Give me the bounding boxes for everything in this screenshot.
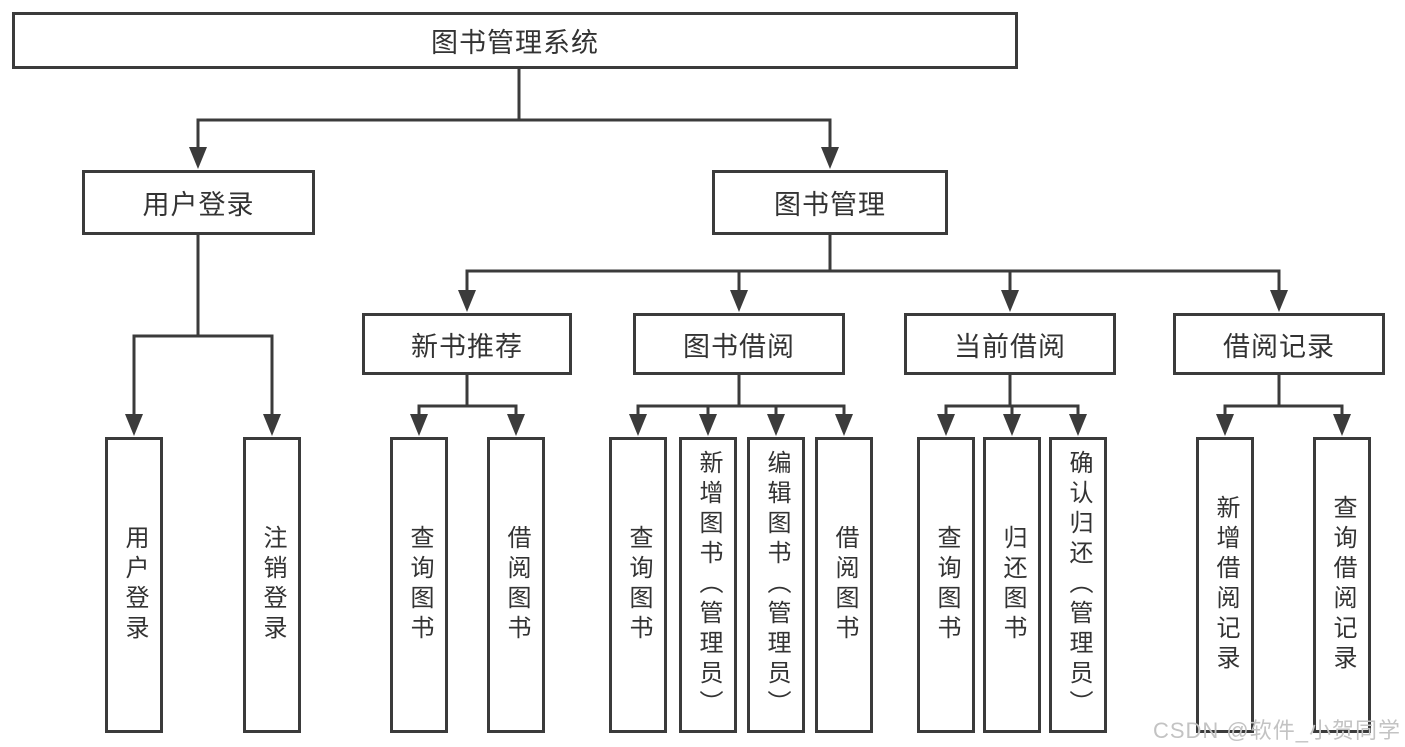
arrow-down-icon bbox=[767, 414, 785, 436]
node-label: 借阅记录 bbox=[1223, 331, 1335, 362]
leaf-logout: 注销登录 bbox=[243, 437, 301, 733]
leaf-query-books-3: 查询图书 bbox=[917, 437, 975, 733]
node-book-management: 图书管理 bbox=[712, 170, 948, 235]
leaf-edit-books-admin: 编辑图书（管理员） bbox=[747, 437, 805, 733]
leaf-label: 借阅图书 bbox=[831, 525, 858, 645]
arrow-down-icon bbox=[835, 414, 853, 436]
node-new-book-recommend: 新书推荐 bbox=[362, 313, 572, 375]
leaf-add-books-admin: 新增图书（管理员） bbox=[679, 437, 737, 733]
leaf-query-books-2: 查询图书 bbox=[609, 437, 667, 733]
arrow-down-icon bbox=[125, 414, 143, 436]
node-root-label: 图书管理系统 bbox=[431, 28, 599, 58]
leaf-user-login: 用户登录 bbox=[105, 437, 163, 733]
leaf-label: 查询借阅记录 bbox=[1329, 495, 1356, 675]
node-label: 用户登录 bbox=[142, 190, 255, 220]
arrow-down-icon bbox=[821, 147, 839, 169]
arrow-down-icon bbox=[507, 414, 525, 436]
leaf-return-books: 归还图书 bbox=[983, 437, 1041, 733]
node-borrow-records: 借阅记录 bbox=[1173, 313, 1385, 375]
leaf-borrow-books-2: 借阅图书 bbox=[815, 437, 873, 733]
arrow-down-icon bbox=[1003, 414, 1021, 436]
leaf-label: 查询图书 bbox=[933, 525, 960, 645]
leaf-query-books-1: 查询图书 bbox=[390, 437, 448, 733]
node-label: 新书推荐 bbox=[411, 331, 523, 362]
arrow-down-icon bbox=[629, 414, 647, 436]
arrow-down-icon bbox=[263, 414, 281, 436]
leaf-label: 编辑图书（管理员） bbox=[763, 450, 790, 720]
leaf-add-borrow-record: 新增借阅记录 bbox=[1196, 437, 1254, 733]
leaf-label: 新增图书（管理员） bbox=[695, 450, 722, 720]
leaf-label: 注销登录 bbox=[259, 525, 286, 645]
arrowhead-icons bbox=[125, 147, 1351, 436]
leaf-label: 确认归还（管理员） bbox=[1065, 450, 1092, 720]
arrow-down-icon bbox=[410, 414, 428, 436]
arrow-down-icon bbox=[458, 290, 476, 312]
leaf-label: 查询图书 bbox=[406, 525, 433, 645]
node-current-borrowing: 当前借阅 bbox=[904, 313, 1116, 375]
node-label: 图书借阅 bbox=[683, 331, 795, 362]
tree-connector-paths bbox=[132, 67, 1344, 420]
node-user-login: 用户登录 bbox=[82, 170, 315, 235]
arrow-down-icon bbox=[189, 147, 207, 169]
leaf-borrow-books-1: 借阅图书 bbox=[487, 437, 545, 733]
leaf-label: 查询图书 bbox=[625, 525, 652, 645]
node-label: 图书管理 bbox=[774, 190, 886, 220]
leaf-query-borrow-record: 查询借阅记录 bbox=[1313, 437, 1371, 733]
leaf-confirm-return-admin: 确认归还（管理员） bbox=[1049, 437, 1107, 733]
arrow-down-icon bbox=[1216, 414, 1234, 436]
leaf-label: 借阅图书 bbox=[503, 525, 530, 645]
arrow-down-icon bbox=[937, 414, 955, 436]
csdn-watermark: CSDN @软件_小贺同学 bbox=[1152, 718, 1401, 743]
arrow-down-icon bbox=[699, 414, 717, 436]
node-book-borrowing: 图书借阅 bbox=[633, 313, 845, 375]
arrow-down-icon bbox=[1270, 290, 1288, 312]
arrow-down-icon bbox=[1069, 414, 1087, 436]
leaf-label: 归还图书 bbox=[999, 525, 1026, 645]
arrow-down-icon bbox=[1001, 290, 1019, 312]
node-root: 图书管理系统 bbox=[12, 12, 1018, 69]
arrow-down-icon bbox=[1333, 414, 1351, 436]
leaf-label: 新增借阅记录 bbox=[1212, 495, 1239, 675]
arrow-down-icon bbox=[730, 290, 748, 312]
node-label: 当前借阅 bbox=[954, 331, 1066, 362]
leaf-label: 用户登录 bbox=[121, 525, 148, 645]
